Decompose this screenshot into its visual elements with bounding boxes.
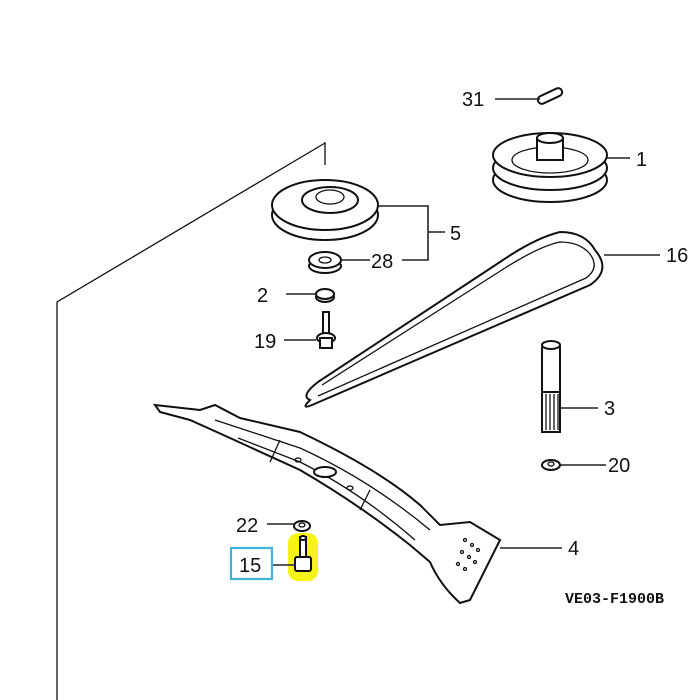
callout-28[interactable]: 28 xyxy=(371,251,393,273)
callout-3[interactable]: 3 xyxy=(604,398,615,420)
v-belt-part-2[interactable] xyxy=(304,230,660,408)
callout-5[interactable]: 5 xyxy=(450,223,461,245)
callout-1[interactable]: 1 xyxy=(636,149,647,171)
washer-part-22[interactable] xyxy=(267,520,311,532)
callout-15[interactable]: 15 xyxy=(239,555,261,577)
callout-22[interactable]: 22 xyxy=(236,515,258,537)
pin-part-31[interactable] xyxy=(495,87,564,105)
nut-part-20[interactable] xyxy=(541,459,606,471)
callout-31[interactable]: 31 xyxy=(462,89,484,111)
washer-part-19[interactable] xyxy=(286,288,335,303)
bearing-part-28[interactable] xyxy=(308,251,370,274)
highlight-box xyxy=(229,546,274,581)
callout-20[interactable]: 20 xyxy=(608,455,630,477)
blade-bolt-part-15[interactable] xyxy=(272,535,312,572)
bolt-part-16[interactable] xyxy=(284,311,336,349)
shaft-part-3[interactable] xyxy=(541,340,598,433)
callout-19[interactable]: 2 xyxy=(257,285,268,307)
pulley-part-1[interactable] xyxy=(492,132,630,203)
blade-pulley-part-5[interactable] xyxy=(271,179,445,261)
drawing-code: VE03-F1900B xyxy=(565,591,664,608)
callout-2[interactable]: 16 xyxy=(666,245,688,267)
callout-4[interactable]: 4 xyxy=(568,538,579,560)
callout-16[interactable]: 19 xyxy=(254,331,276,353)
deck-outline xyxy=(56,142,326,700)
blade-part-4[interactable] xyxy=(152,403,562,605)
